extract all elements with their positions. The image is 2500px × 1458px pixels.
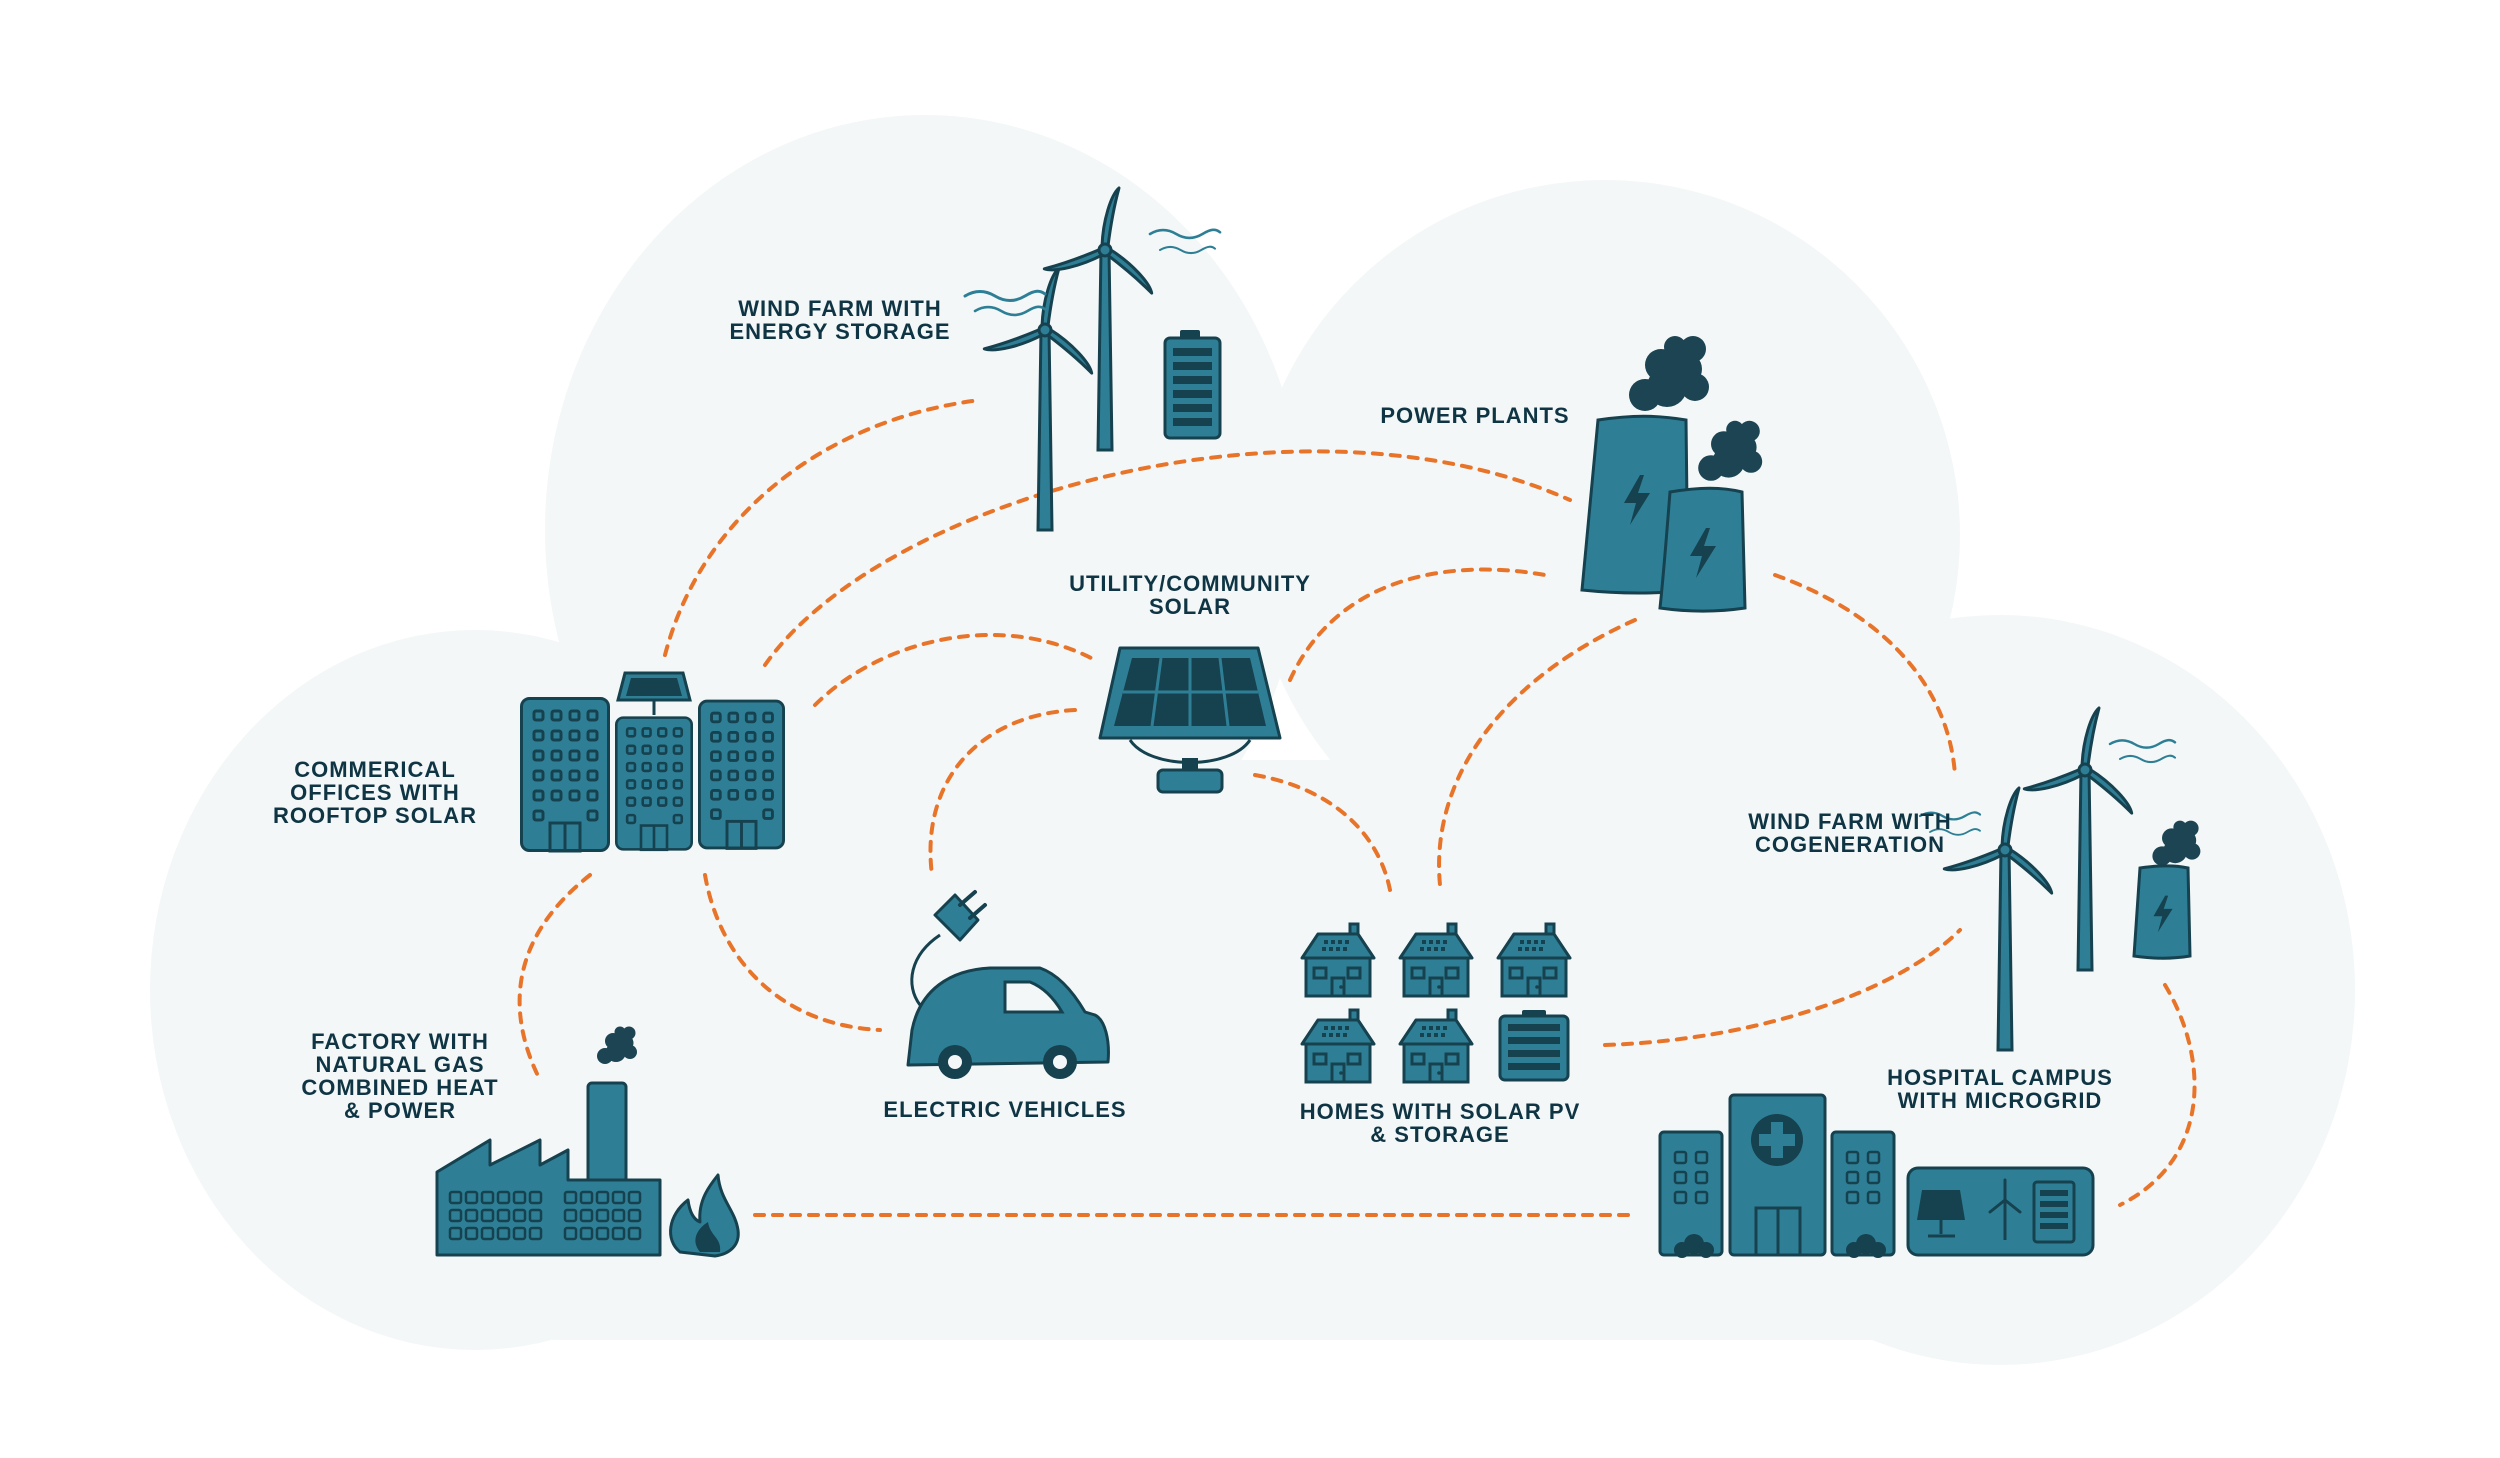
connector-powerplants-windcogen [1773,573,1957,777]
flame-icon [669,1173,740,1258]
connector-solar-ev [928,708,1077,877]
label-electric-vehicles: ELECTRIC VEHICLES [883,1097,1127,1122]
hospital-icon [1658,1093,2095,1258]
homes-icon [1300,922,1572,1084]
battery-icon [1163,330,1222,440]
connector-offices-solar [813,633,1097,707]
power-plant-icon [1580,336,1763,613]
microgrid-panel-icon [1906,1166,2095,1257]
home-battery-icon [1498,1010,1570,1082]
label-homes: HOMES WITH SOLAR PV& STORAGE [1299,1099,1581,1147]
connector-offices-factory [517,873,592,1082]
connector-homes-windcogen [1603,928,1962,1047]
connector-windcogen-hospital [2118,983,2197,1207]
wind-turbines-battery-icon [963,186,1222,532]
solar-panel-icon [1098,646,1282,794]
charging-plug-icon [910,890,987,1006]
office-buildings-icon [520,671,786,853]
connector-offices-ev [703,873,882,1032]
wind-turbines-plant-icon [1918,706,2201,1052]
label-power-plants: POWER PLANTS [1380,403,1570,428]
electric-car-icon [906,890,1110,1079]
connector-solar-homes [1253,773,1392,892]
connector-solar-powerplants [1288,567,1547,682]
connector-offices-wind [663,398,982,657]
connector-lines [517,398,2197,1217]
rooftop-solar-icon [616,671,692,715]
factory-icon [435,1026,740,1258]
connector-powerplants-homes [1437,618,1637,887]
connector-offices-powerplants [763,449,1572,667]
